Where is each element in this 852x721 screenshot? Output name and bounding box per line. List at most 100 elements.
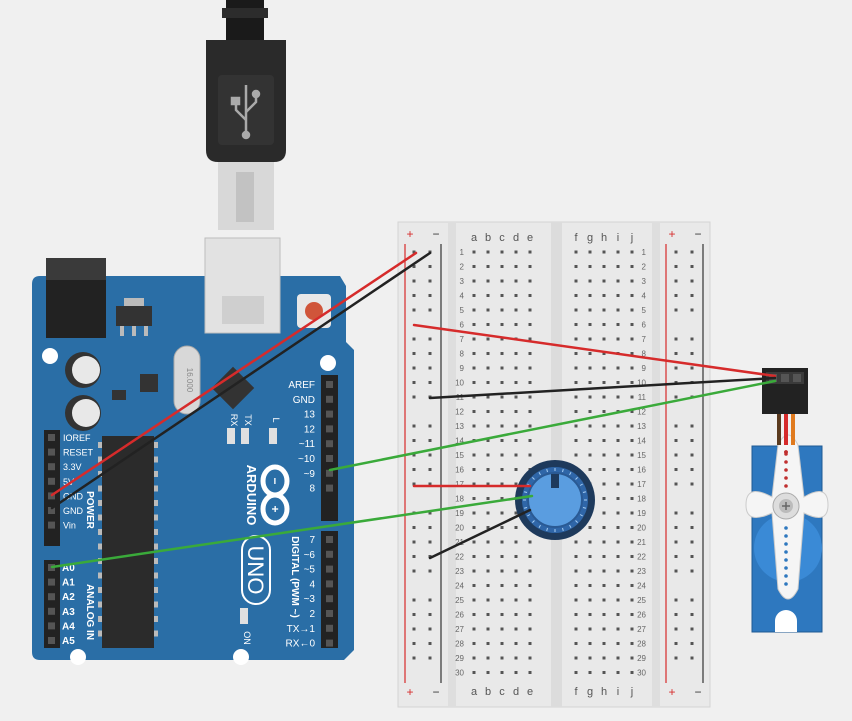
breadboard-hole[interactable] [602, 511, 606, 515]
rail-hole[interactable] [412, 395, 416, 399]
breadboard-hole[interactable] [602, 366, 606, 370]
breadboard-hole[interactable] [602, 627, 606, 631]
breadboard-hole[interactable] [486, 526, 490, 529]
breadboard-hole[interactable] [500, 381, 504, 384]
header-socket[interactable] [326, 550, 333, 558]
breadboard-hole[interactable] [486, 337, 490, 341]
breadboard-hole[interactable] [486, 279, 490, 283]
breadboard-hole[interactable] [574, 584, 578, 587]
breadboard-hole[interactable] [574, 453, 578, 457]
breadboard-hole[interactable] [500, 453, 504, 457]
breadboard-hole[interactable] [616, 656, 620, 660]
rail-hole[interactable] [412, 279, 416, 283]
header-socket[interactable] [326, 425, 333, 433]
breadboard-hole[interactable] [528, 656, 532, 660]
breadboard-hole[interactable] [514, 555, 518, 558]
breadboard-hole[interactable] [500, 569, 504, 573]
breadboard-hole[interactable] [514, 569, 518, 573]
breadboard-hole[interactable] [500, 439, 504, 442]
breadboard-hole[interactable] [574, 323, 578, 326]
breadboard-hole[interactable] [500, 584, 504, 587]
breadboard-hole[interactable] [588, 656, 592, 660]
breadboard-hole[interactable] [630, 453, 634, 457]
rail-hole[interactable] [412, 540, 416, 544]
breadboard-hole[interactable] [574, 656, 578, 660]
breadboard-hole[interactable] [528, 381, 532, 384]
rail-hole[interactable] [690, 526, 694, 529]
wire-pin11-to-servo-signal[interactable] [328, 379, 777, 472]
breadboard-hole[interactable] [514, 598, 518, 602]
rail-hole[interactable] [690, 439, 694, 442]
breadboard-hole[interactable] [486, 265, 490, 268]
breadboard-hole[interactable] [486, 308, 490, 312]
breadboard-hole[interactable] [486, 439, 490, 442]
rail-hole[interactable] [690, 453, 694, 457]
breadboard-hole[interactable] [472, 511, 476, 515]
breadboard-hole[interactable] [616, 497, 620, 500]
rail-hole[interactable] [674, 526, 678, 529]
breadboard-hole[interactable] [588, 294, 592, 297]
breadboard-hole[interactable] [574, 352, 578, 355]
breadboard-hole[interactable] [514, 250, 518, 254]
breadboard-hole[interactable] [514, 627, 518, 631]
breadboard-hole[interactable] [500, 395, 504, 399]
rail-hole[interactable] [412, 265, 416, 268]
header-socket[interactable] [326, 395, 333, 403]
breadboard-hole[interactable] [472, 656, 476, 660]
breadboard-hole[interactable] [602, 439, 606, 442]
breadboard-hole[interactable] [616, 598, 620, 602]
rail-hole[interactable] [428, 279, 432, 283]
breadboard-hole[interactable] [528, 250, 532, 254]
breadboard-hole[interactable] [528, 265, 532, 268]
breadboard-hole[interactable] [514, 410, 518, 413]
power-jack[interactable] [46, 258, 106, 338]
breadboard-hole[interactable] [486, 642, 490, 645]
rail-hole[interactable] [674, 555, 678, 558]
breadboard-hole[interactable] [486, 366, 490, 370]
breadboard-hole[interactable] [472, 555, 476, 558]
rail-hole[interactable] [428, 308, 432, 312]
breadboard-hole[interactable] [588, 671, 592, 674]
breadboard-hole[interactable] [630, 395, 634, 399]
rail-hole[interactable] [428, 511, 432, 515]
rail-hole[interactable] [690, 294, 694, 297]
arduino-uno-board[interactable]: 16.000 RX TX L ON − + ARDUI [32, 237, 354, 665]
breadboard-hole[interactable] [588, 453, 592, 457]
breadboard-hole[interactable] [616, 381, 620, 384]
breadboard-hole[interactable] [500, 366, 504, 370]
wire-a0-to-potentiometer[interactable] [50, 494, 534, 569]
breadboard-hole[interactable] [574, 395, 578, 399]
breadboard-hole[interactable] [472, 627, 476, 631]
rail-hole[interactable] [428, 453, 432, 457]
breadboard-hole[interactable] [630, 584, 634, 587]
breadboard-hole[interactable] [602, 569, 606, 573]
breadboard-hole[interactable] [602, 453, 606, 457]
breadboard-hole[interactable] [514, 453, 518, 457]
rail-hole[interactable] [428, 265, 432, 268]
breadboard-hole[interactable] [472, 250, 476, 254]
rail-hole[interactable] [674, 642, 678, 645]
breadboard-hole[interactable] [500, 337, 504, 341]
breadboard-hole[interactable] [602, 279, 606, 283]
header-socket[interactable] [326, 469, 333, 477]
header-socket[interactable] [48, 622, 55, 630]
breadboard-hole[interactable] [630, 511, 634, 515]
breadboard-hole[interactable] [486, 656, 490, 660]
rail-hole[interactable] [674, 395, 678, 399]
breadboard-hole[interactable] [486, 381, 490, 384]
breadboard-hole[interactable] [486, 352, 490, 355]
breadboard-hole[interactable] [602, 395, 606, 399]
breadboard-hole[interactable] [630, 540, 634, 544]
breadboard-hole[interactable] [486, 555, 490, 558]
breadboard-hole[interactable] [588, 584, 592, 587]
breadboard-hole[interactable] [588, 526, 592, 529]
breadboard-hole[interactable] [472, 453, 476, 457]
breadboard-hole[interactable] [602, 540, 606, 544]
breadboard-hole[interactable] [528, 540, 532, 544]
breadboard-hole[interactable] [486, 497, 490, 500]
breadboard-hole[interactable] [574, 424, 578, 428]
micro-servo[interactable] [745, 368, 829, 633]
breadboard-hole[interactable] [588, 627, 592, 631]
breadboard-hole[interactable] [630, 352, 634, 355]
breadboard-hole[interactable] [528, 366, 532, 370]
